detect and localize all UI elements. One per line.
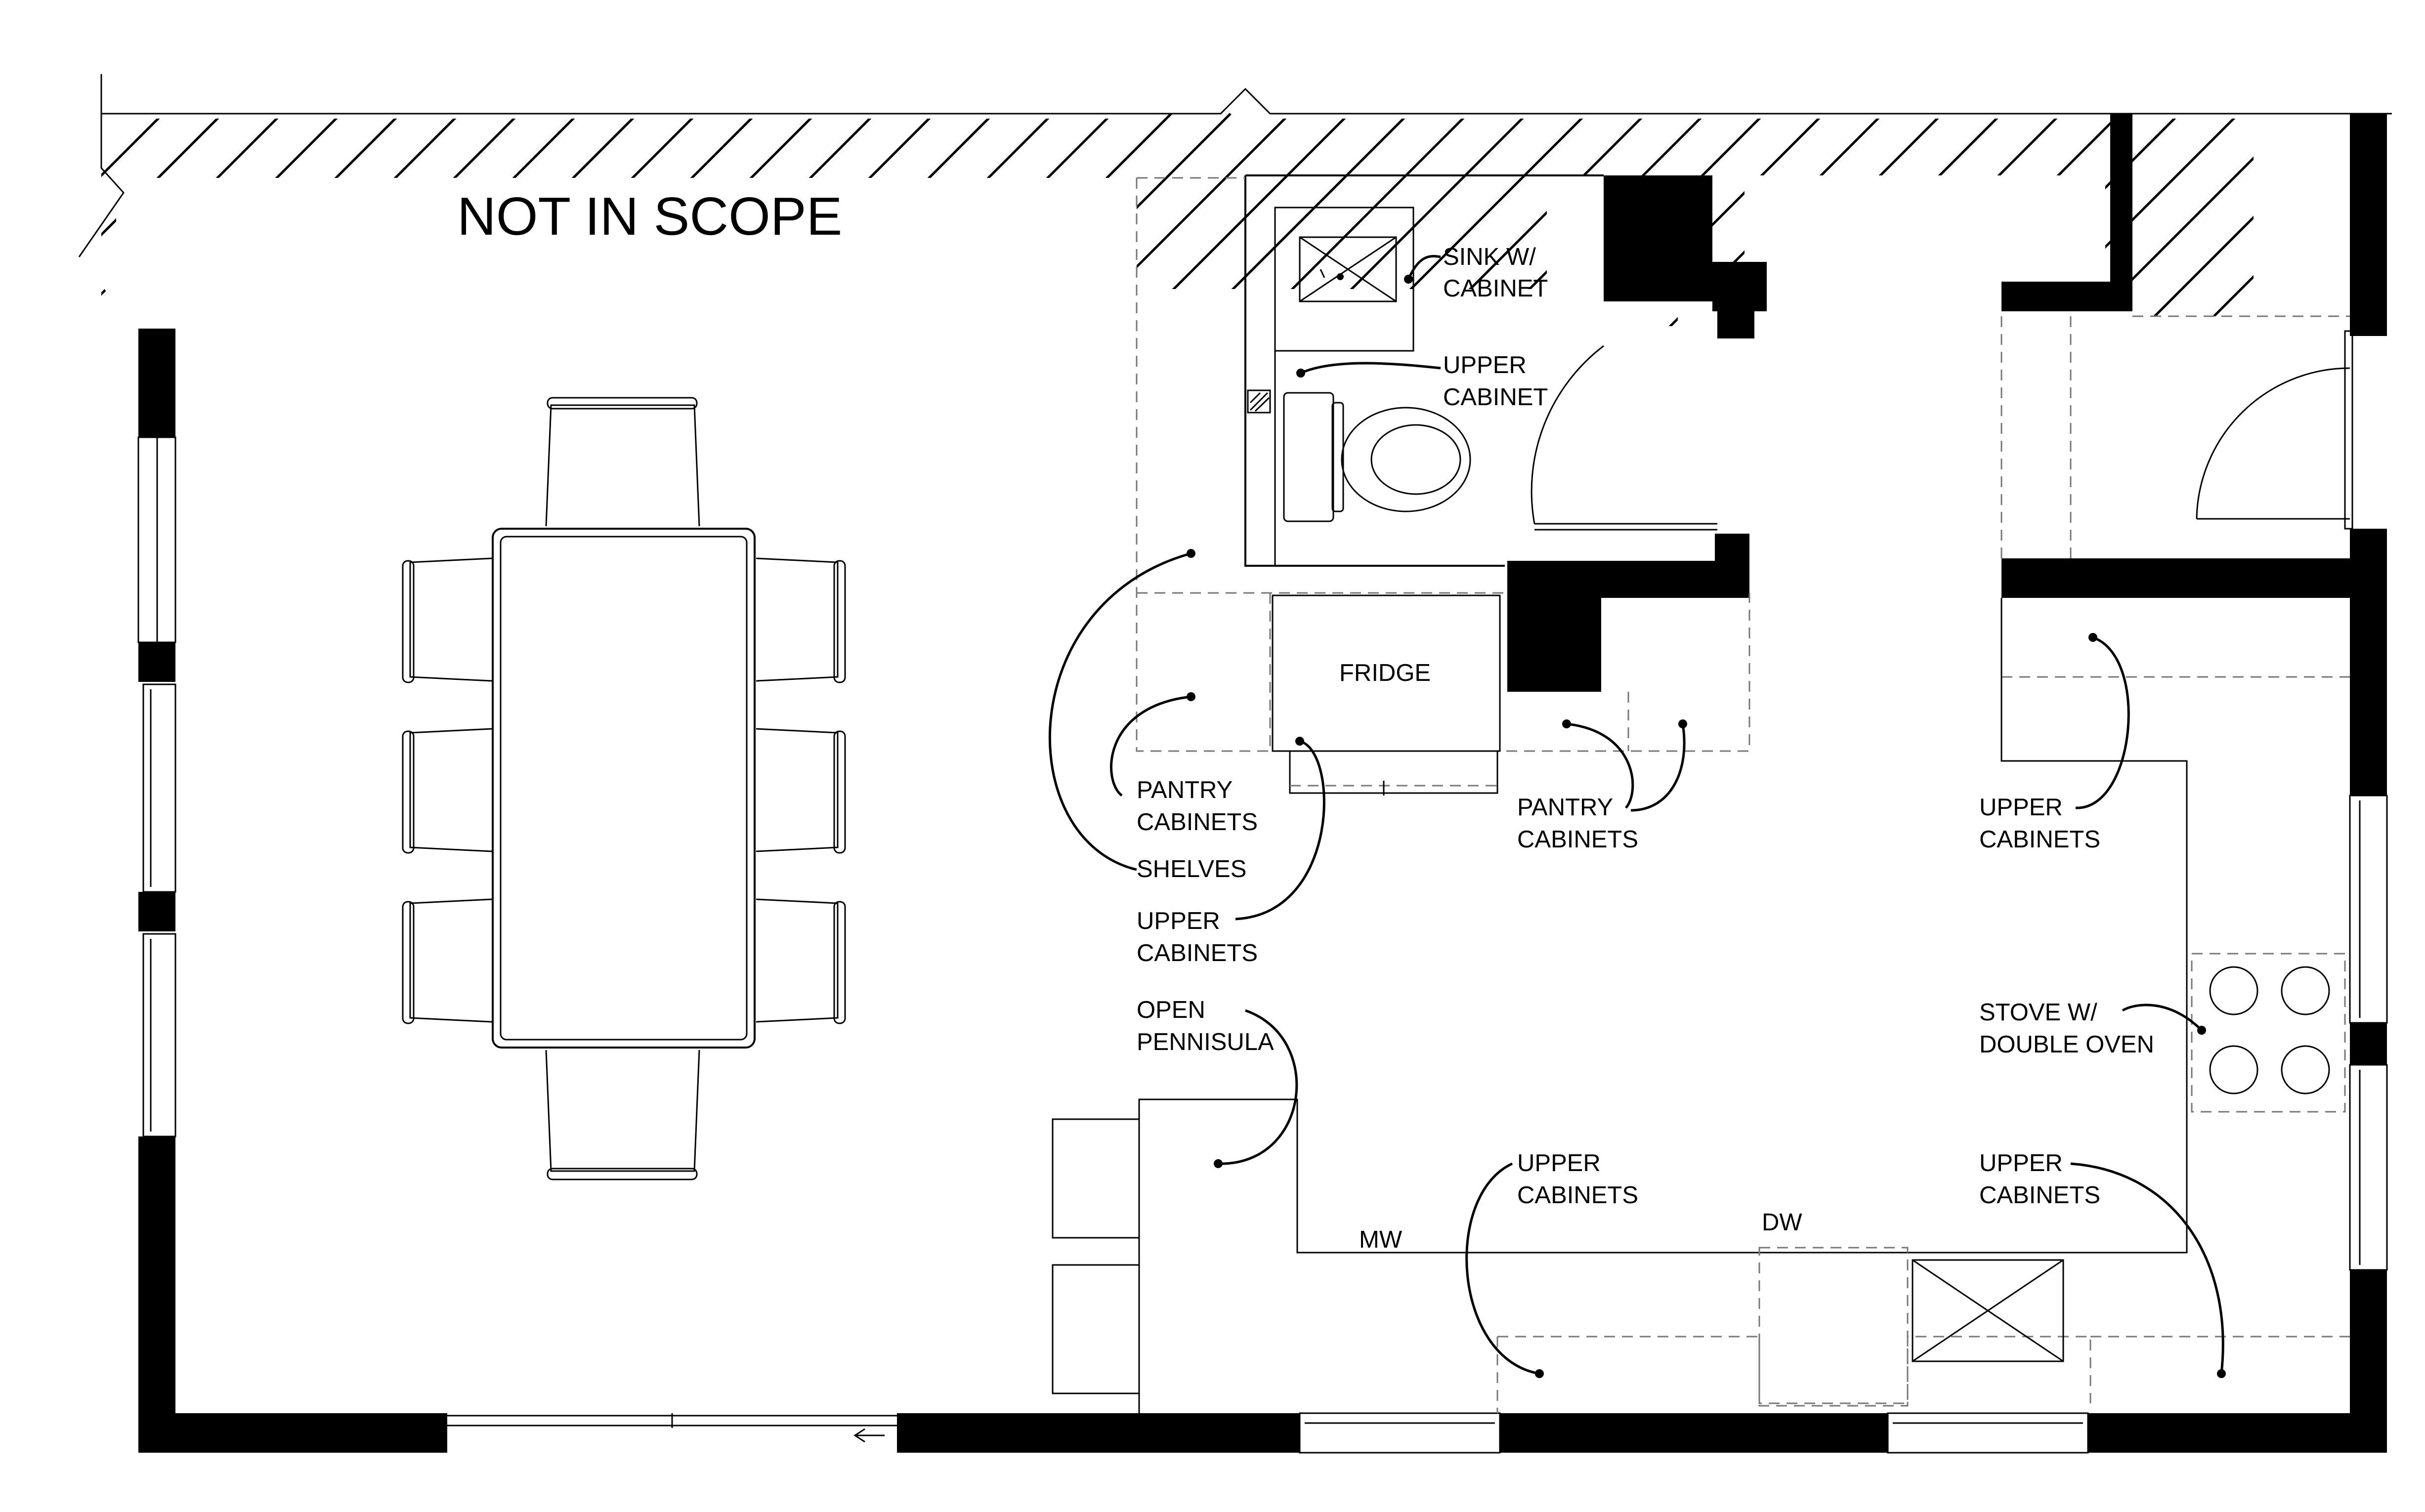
- hatch-line: [473, 113, 935, 326]
- dw-label: DW: [1762, 1209, 1802, 1236]
- hatch-line: [1778, 113, 2240, 326]
- windows: [137, 436, 2388, 1454]
- upper-bottom-label-1: UPPER: [1517, 1150, 1601, 1176]
- shelves-label: SHELVES: [1137, 856, 1246, 882]
- pantry-left-label-2: CABINETS: [1137, 809, 1258, 836]
- bath-upper-label-1: UPPER: [1443, 352, 1527, 378]
- hatch-line: [236, 113, 698, 326]
- chair-left: [409, 557, 492, 682]
- hatch-line: [84, 113, 223, 326]
- upper-left-label-1: UPPER: [1137, 908, 1220, 934]
- hatch-line: [1185, 113, 1647, 326]
- hatch-line: [1659, 113, 2121, 326]
- hatch-line: [829, 113, 1291, 326]
- hatch-line: [84, 113, 461, 326]
- sink-label-1: SINK W/: [1443, 244, 1536, 270]
- hatch-line: [1066, 113, 1528, 326]
- sink-label-2: CABINET: [1443, 275, 1548, 302]
- pantry-left-label-1: PANTRY: [1137, 777, 1233, 803]
- hatch-line: [296, 113, 757, 326]
- upper-bottom-right-label-1: UPPER: [1979, 1150, 2063, 1176]
- chair-left-back: [402, 730, 415, 854]
- hatch-line: [1007, 113, 1469, 326]
- hatch-line: [118, 113, 579, 326]
- peninsula-label-1: OPEN: [1137, 997, 1205, 1023]
- back-room: [2196, 330, 2353, 530]
- hatch-line: [651, 113, 1113, 326]
- dining-table: [492, 528, 756, 1049]
- chair-left-back: [402, 901, 415, 1024]
- upper-bottom-label-2: CABINETS: [1517, 1182, 1638, 1209]
- upper-bottom-right-label-2: CABINETS: [1979, 1182, 2100, 1209]
- hatch-line: [355, 113, 816, 326]
- chair-right: [756, 557, 839, 682]
- chair-right-back: [833, 730, 846, 854]
- stove-label-2: DOUBLE OVEN: [1979, 1031, 2154, 1058]
- pantry-right-label-1: PANTRY: [1517, 794, 1613, 821]
- chair-right: [756, 728, 839, 852]
- kitchen-counters: [1052, 598, 2188, 1413]
- leader-lines: [1049, 254, 2226, 1378]
- bath-upper-label-2: CABINET: [1443, 384, 1548, 411]
- chair-right: [756, 898, 839, 1023]
- hatch-line: [533, 113, 994, 326]
- dining-chairs: [402, 397, 846, 1180]
- chair-right-back: [833, 901, 846, 1024]
- hatch-line: [889, 113, 1350, 326]
- chair-left: [409, 728, 492, 852]
- upper-left-label-2: CABINETS: [1137, 940, 1258, 966]
- hatch-line: [177, 113, 638, 326]
- upper-right-label-1: UPPER: [1979, 794, 2063, 821]
- peninsula-label-2: PENNISULA: [1137, 1029, 1274, 1055]
- hatch-line: [948, 113, 1409, 326]
- pantry-right-label-2: CABINETS: [1517, 826, 1638, 853]
- not-in-scope-hatch: [84, 113, 2254, 326]
- not-in-scope-label: NOT IN SCOPE: [457, 186, 842, 247]
- hatch-line: [1956, 113, 2254, 326]
- hatch-line: [770, 113, 1232, 326]
- mw-label: MW: [1359, 1226, 1403, 1253]
- interior-walls: [1507, 114, 2387, 692]
- hatch-line: [1126, 113, 1587, 326]
- hatch-line: [1837, 113, 2254, 326]
- stove-label-1: STOVE W/: [1979, 999, 2097, 1026]
- hatch-line: [1363, 113, 1825, 326]
- hatch-line: [414, 113, 876, 326]
- fridge-label: FRIDGE: [1339, 660, 1431, 686]
- fridge: [1272, 594, 1501, 796]
- bathroom: [1244, 174, 1717, 567]
- hatch-line: [2253, 113, 2254, 326]
- chair-right-back: [833, 560, 846, 683]
- hatch-line: [592, 113, 1054, 326]
- stove: [2209, 966, 2330, 1094]
- chair-left: [409, 898, 492, 1023]
- exterior-walls: [138, 114, 2387, 1453]
- upper-right-label-2: CABINETS: [1979, 826, 2100, 853]
- hatch-line: [84, 113, 401, 326]
- property-line: [78, 74, 2392, 257]
- sliding-door[interactable]: [447, 1413, 897, 1443]
- chair-left-back: [402, 560, 415, 683]
- hatch-line: [711, 113, 1172, 326]
- annotation-labels: SINK W/ CABINET UPPER CABINET PANTRY CAB…: [1137, 244, 2154, 1253]
- hatch-line: [84, 113, 520, 326]
- cabinets-dashed: [1136, 177, 2350, 1413]
